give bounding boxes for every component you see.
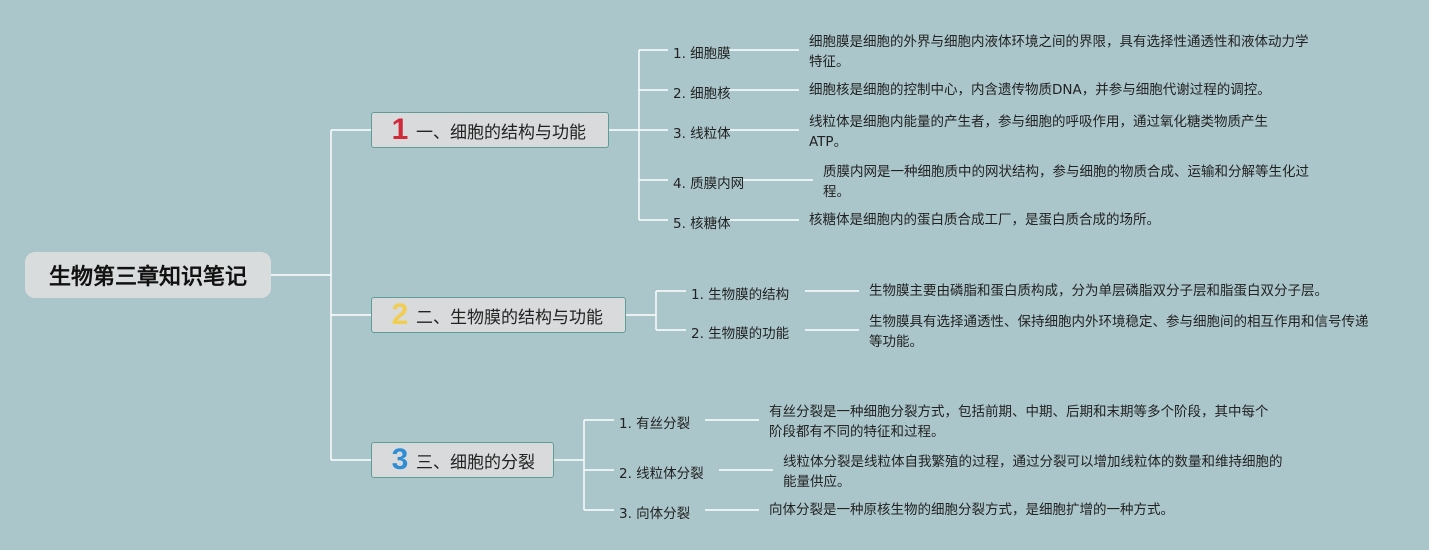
root-title: 生物第三章知识笔记 <box>48 265 247 290</box>
s3-item-2-desc: 线粒体分裂是线粒体自我繁殖的过程，通过分裂可以增加线粒体的数量和维持细胞的能量供… <box>783 454 1283 490</box>
section-1-title: 一、细胞的结构与功能 <box>416 122 586 143</box>
s1-item-4-desc: 质膜内网是一种细胞质中的网状结构，参与细胞的物质合成、运输和分解等生化过程。 <box>823 164 1309 200</box>
root-topic[interactable]: 生物第三章知识笔记 <box>25 252 271 298</box>
s1-item-1-desc: 细胞膜是细胞的外界与细胞内液体环境之间的界限，具有选择性通透性和液体动力学特征。 <box>809 34 1309 70</box>
s1-item-2-desc: 细胞核是细胞的控制中心，内含遗传物质DNA，并参与细胞代谢过程的调控。 <box>809 82 1271 98</box>
s2-item-1-label[interactable]: 1. 生物膜的结构 <box>691 287 790 303</box>
section-1-node[interactable]: 1 一、细胞的结构与功能 <box>371 112 609 148</box>
s1-item-5-desc: 核糖体是细胞内的蛋白质合成工厂，是蛋白质合成的场所。 <box>809 212 1160 228</box>
section-2-number: 2 <box>391 298 409 331</box>
s2-item-2-label[interactable]: 2. 生物膜的功能 <box>691 326 790 342</box>
section-3-title: 三、细胞的分裂 <box>416 452 535 473</box>
s1-item-3-desc: 线粒体是细胞内能量的产生者，参与细胞的呼吸作用，通过氧化糖类物质产生ATP。 <box>809 114 1268 150</box>
s2-item-2-desc: 生物膜具有选择通透性、保持细胞内外环境稳定、参与细胞间的相互作用和信号传递等功能… <box>869 314 1369 350</box>
s1-item-3-label[interactable]: 3. 线粒体 <box>673 126 731 142</box>
section-3-number: 3 <box>391 443 409 476</box>
s3-item-3-label[interactable]: 3. 向体分裂 <box>619 506 691 522</box>
section-2-title: 二、生物膜的结构与功能 <box>416 307 603 328</box>
s1-item-2-label[interactable]: 2. 细胞核 <box>673 86 731 102</box>
s3-item-1-desc: 有丝分裂是一种细胞分裂方式，包括前期、中期、后期和末期等多个阶段，其中每个阶段都… <box>769 404 1269 440</box>
s3-item-3-desc: 向体分裂是一种原核生物的细胞分裂方式，是细胞扩增的一种方式。 <box>769 502 1174 518</box>
s2-item-1-desc: 生物膜主要由磷脂和蛋白质构成，分为单层磷脂双分子层和脂蛋白双分子层。 <box>869 283 1328 299</box>
section-3-node[interactable]: 3 三、细胞的分裂 <box>371 442 554 478</box>
s3-item-2-label[interactable]: 2. 线粒体分裂 <box>619 466 704 482</box>
s1-item-1-label[interactable]: 1. 细胞膜 <box>673 46 731 62</box>
section-1-number: 1 <box>391 113 409 146</box>
s3-item-1-label[interactable]: 1. 有丝分裂 <box>619 416 691 432</box>
s1-item-4-label[interactable]: 4. 质膜内网 <box>673 176 745 192</box>
s1-item-5-label[interactable]: 5. 核糖体 <box>673 216 731 232</box>
section-2-node[interactable]: 2 二、生物膜的结构与功能 <box>371 297 626 333</box>
